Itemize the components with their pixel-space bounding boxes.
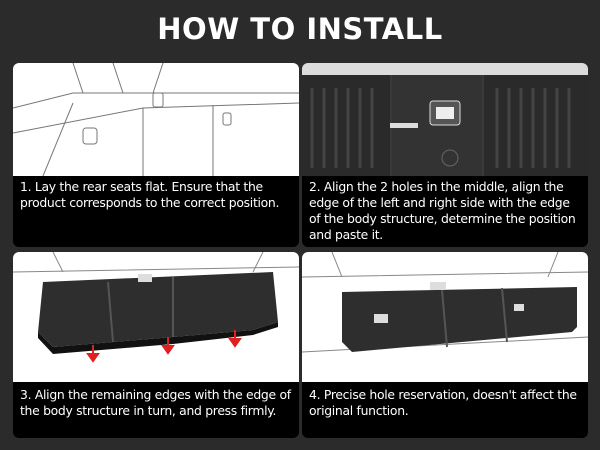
page-title: HOW TO INSTALL [157,12,443,46]
step-1-illustration [13,63,299,176]
step-3-caption: 3. Align the remaining edges with the ed… [20,387,291,418]
step-3-illustration [13,252,299,382]
step-4-panel: 4. Precise hole reservation, doesn't aff… [302,252,588,438]
step-2-caption: 2. Align the 2 holes in the middle, alig… [309,179,576,242]
step-2-illustration [302,63,588,176]
step-4-illustration [302,252,588,382]
step-3-panel: 3. Align the remaining edges with the ed… [13,252,299,438]
step-1-panel: 1. Lay the rear seats flat. Ensure that … [13,63,299,247]
step-4-caption: 4. Precise hole reservation, doesn't aff… [309,387,577,418]
step-2-panel: 2. Align the 2 holes in the middle, alig… [302,63,588,247]
step-1-caption: 1. Lay the rear seats flat. Ensure that … [20,179,280,210]
